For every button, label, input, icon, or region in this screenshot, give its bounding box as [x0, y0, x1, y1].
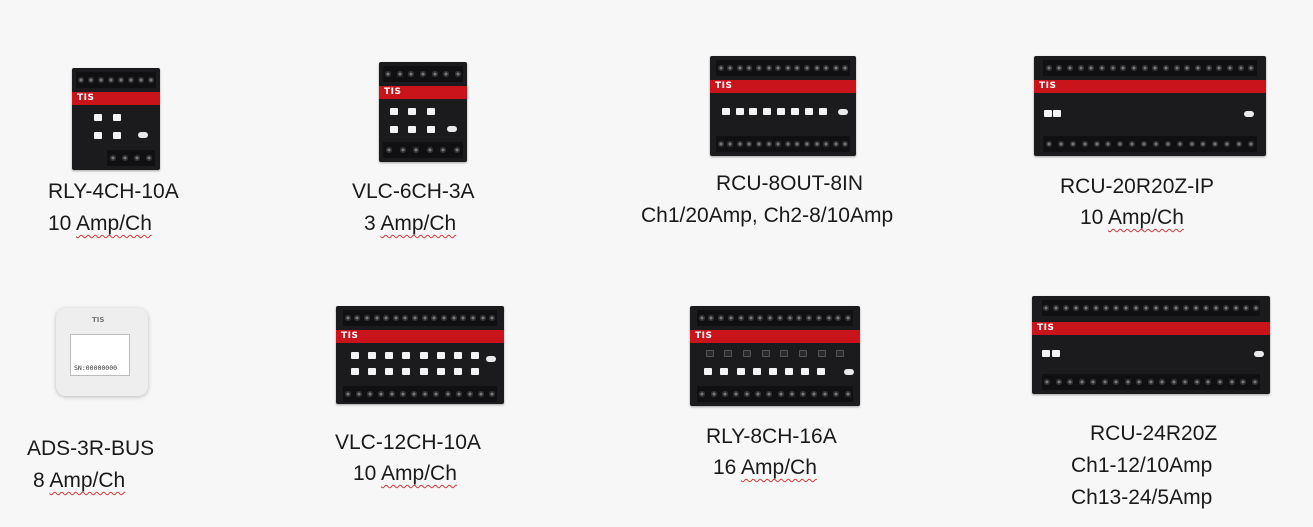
- channel-keys: [384, 126, 440, 133]
- channel-keys: [346, 368, 484, 375]
- channel-keys: [346, 352, 484, 359]
- rating-unit: Amp/Ch: [741, 456, 817, 479]
- terminal-block-bottom: [1041, 374, 1261, 390]
- brand-stripe: TIS: [690, 330, 860, 343]
- product-rating: 16 Amp/Ch: [713, 455, 817, 480]
- prog-button: [447, 126, 457, 132]
- brand-stripe: TIS: [1032, 322, 1270, 335]
- ads-logo-mark: TIS: [92, 316, 105, 324]
- product-image-rcu-8out-8in: TIS: [710, 56, 856, 156]
- product-name: RCU-24R20Z: [1090, 422, 1218, 445]
- serial-number: SN:00000000: [74, 364, 118, 372]
- product-name: RCU-20R20Z-IP: [1060, 175, 1215, 198]
- rating-unit: Amp/Ch: [1108, 206, 1184, 229]
- ads-product-label: SN:00000000: [70, 334, 130, 376]
- rating-unit: Amp/Ch: [76, 212, 152, 235]
- brand-logo: TIS: [384, 87, 402, 97]
- channel-keys: [384, 108, 440, 115]
- rating-value: 3: [364, 212, 376, 235]
- channel-keys: [719, 108, 830, 115]
- prog-button: [838, 109, 848, 115]
- brand-logo: TIS: [695, 331, 713, 341]
- terminal-block-top: [75, 72, 157, 88]
- product-rating: 8 Amp/Ch: [33, 468, 125, 493]
- channel-keys: [1042, 350, 1061, 357]
- rating-unit: Amp/Ch: [381, 462, 457, 485]
- terminal-block-bottom: [382, 142, 464, 158]
- terminal-block-bottom: [715, 136, 851, 152]
- prog-button: [486, 356, 496, 362]
- terminal-block-bottom: [1043, 136, 1257, 152]
- product-image-ads-3r-bus: TIS SN:00000000: [56, 308, 148, 396]
- rating-value: 10: [353, 462, 377, 485]
- product-image-rly-8ch-16a: TIS: [690, 306, 860, 406]
- channel-keys: [88, 114, 127, 121]
- brand-stripe: TIS: [336, 330, 504, 343]
- brand-stripe: TIS: [72, 92, 160, 105]
- rating-value: 10: [48, 212, 72, 235]
- brand-logo: TIS: [341, 331, 359, 341]
- relay-indicators: [700, 350, 850, 357]
- brand-stripe: TIS: [1034, 80, 1266, 93]
- product-name: VLC-6CH-3A: [352, 180, 475, 203]
- product-name: RCU-8OUT-8IN: [716, 172, 864, 195]
- terminal-block-bottom: [696, 386, 854, 402]
- terminal-block-top: [715, 60, 851, 76]
- product-name: VLC-12CH-10A: [335, 431, 481, 454]
- product-rating: Ch1/20Amp, Ch2-8/10Amp: [641, 204, 894, 227]
- rating-value: 8: [33, 469, 45, 492]
- product-name: RLY-8CH-16A: [706, 425, 837, 448]
- channel-keys: [1043, 110, 1062, 117]
- product-rating: 3 Amp/Ch: [364, 211, 456, 236]
- rating-value: 10: [1080, 206, 1104, 229]
- product-rating-line-2: Ch13-24/5Amp: [1071, 486, 1213, 509]
- rating-unit: Amp/Ch: [380, 212, 457, 235]
- brand-stripe: TIS: [379, 86, 467, 99]
- brand-logo: TIS: [715, 81, 733, 91]
- prog-button: [844, 369, 854, 375]
- product-rating: 10 Amp/Ch: [48, 211, 152, 236]
- terminal-block-top: [696, 310, 854, 326]
- brand-logo: TIS: [1037, 323, 1055, 333]
- product-name: RLY-4CH-10A: [48, 180, 179, 203]
- channel-keys: [88, 132, 127, 139]
- product-rating: 10 Amp/Ch: [353, 461, 457, 486]
- product-name: ADS-3R-BUS: [27, 437, 155, 460]
- terminal-block-bottom: [107, 150, 155, 166]
- product-image-vlc-12ch-10a: TIS: [336, 306, 504, 404]
- terminal-block-bottom: [342, 386, 498, 402]
- product-rating-line-1: Ch1-12/10Amp: [1071, 454, 1213, 477]
- product-image-rly-4ch-10a: TIS: [72, 68, 160, 170]
- terminal-block-top: [1041, 300, 1261, 316]
- product-rating: 10 Amp/Ch: [1080, 205, 1184, 230]
- brand-stripe: TIS: [710, 80, 856, 93]
- terminal-block-top: [382, 66, 464, 82]
- product-image-vlc-6ch-3a: TIS: [379, 62, 467, 162]
- product-image-rcu-20r20z-ip: TIS: [1034, 56, 1266, 156]
- prog-button: [138, 132, 148, 138]
- rating-unit: Amp/Ch: [49, 469, 126, 492]
- channel-keys: [700, 368, 829, 375]
- brand-logo: TIS: [1039, 81, 1057, 91]
- brand-logo: TIS: [77, 93, 95, 103]
- terminal-block-top: [1043, 60, 1257, 76]
- terminal-block-top: [342, 310, 498, 326]
- rating-value: 16: [713, 456, 737, 479]
- prog-button: [1244, 111, 1254, 117]
- product-image-rcu-24r20z: TIS: [1032, 296, 1270, 394]
- prog-button: [1254, 351, 1264, 357]
